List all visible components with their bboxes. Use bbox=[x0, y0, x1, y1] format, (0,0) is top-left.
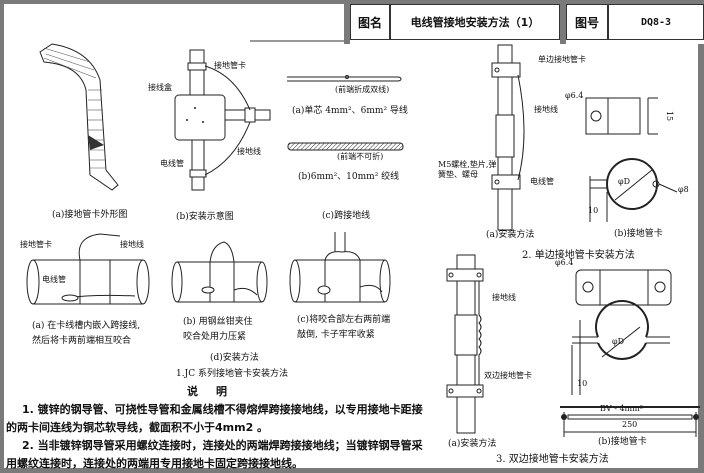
label-bolt-set: M5螺栓,垫片,弹簧垫、螺母 bbox=[438, 160, 497, 179]
step-b-figure bbox=[171, 241, 268, 303]
section3-title: 3. 双边接地管卡安装方法 bbox=[496, 454, 609, 465]
wire-b-note: (前端不可折) bbox=[337, 152, 384, 161]
step-c-line2: 敲倒, 卡子牢牢收紧 bbox=[297, 330, 375, 340]
double-clamp-detail-figure bbox=[560, 269, 700, 408]
note-item: 2. 当非镀锌钢导管采用螺纹连接时，连接处的两端焊跨接接地线；当镀锌钢导管采用螺… bbox=[6, 439, 423, 470]
single-clamp-install-figure bbox=[491, 44, 525, 231]
label-conduit-2: 电线管 bbox=[530, 177, 554, 186]
jumper-wire-single-core bbox=[287, 75, 402, 82]
dim-tab-3: 10 bbox=[577, 379, 588, 388]
wire-a-caption: (a)单芯 4mm²、6mm² 导线 bbox=[292, 106, 408, 116]
dim-hole: φ6.4 bbox=[565, 91, 584, 100]
label-conduit: 电线管 bbox=[160, 159, 184, 168]
step-b-line2: 咬合处用力压紧 bbox=[183, 332, 247, 342]
notes-heading: 说明 bbox=[187, 385, 245, 398]
fig-2a-caption: (a)安装方法 bbox=[486, 230, 535, 240]
right-border bbox=[698, 44, 704, 468]
title-number-label: 图号 bbox=[566, 4, 608, 40]
section1-title: 1.JC 系列接地管卡安装方法 bbox=[176, 369, 288, 379]
section2-title: 2. 单边接地管卡安装方法 bbox=[522, 250, 635, 261]
step-c-figure bbox=[289, 232, 391, 303]
dim-wire: BV - 4mm² bbox=[600, 404, 643, 413]
title-name-label: 图名 bbox=[350, 4, 390, 40]
step-c-line1: (c)将咬合部左右两前端 bbox=[297, 315, 391, 325]
install-schematic-figure bbox=[174, 49, 271, 191]
step-a-line1: (a) 在卡线槽内嵌入跨接线, bbox=[32, 321, 141, 331]
label-clamp: 接地管卡 bbox=[214, 61, 246, 70]
title-number-value: DQ8-3 bbox=[608, 4, 704, 40]
fig-3a-caption: (a)安装方法 bbox=[448, 439, 497, 449]
step-label-ground-wire: 接地线 bbox=[120, 240, 144, 249]
title-name-value: 电线管接地安装方法（1） bbox=[390, 4, 560, 40]
dim-length: 250 bbox=[622, 420, 638, 429]
step-label-clamp: 接地管卡 bbox=[20, 240, 52, 249]
fig-2b-caption: (b)接地管卡 bbox=[614, 229, 663, 239]
jumper-wire-stranded bbox=[287, 142, 404, 151]
label-ground-wire: 接地线 bbox=[237, 147, 261, 156]
step-label-conduit: 电线管 bbox=[42, 275, 66, 284]
fig-1a-caption: (a)接地管卡外形图 bbox=[52, 210, 128, 220]
double-clamp-install-figure bbox=[446, 254, 484, 434]
single-clamp-detail-figure bbox=[585, 97, 678, 222]
label-ground-wire-2: 接地线 bbox=[534, 105, 558, 114]
divider bbox=[250, 40, 344, 42]
dim-pin: φ8 bbox=[678, 185, 689, 194]
fig-1b-caption: (b)安装示意图 bbox=[176, 212, 234, 222]
step-b-line1: (b) 用钢丝钳夹住 bbox=[183, 317, 253, 327]
label-single-clamp: 单边接地管卡 bbox=[538, 55, 586, 64]
clamp-shape-figure bbox=[39, 43, 119, 191]
fig-3b-caption: (b)接地管卡 bbox=[598, 437, 647, 447]
wire-a-note: (前端折成双线) bbox=[335, 85, 390, 94]
label-junction-box: 接线盒 bbox=[148, 83, 172, 92]
notes-block: 说明 1. 镀锌的钢导管、可挠性导管和金属线槽不得熔焊跨接接地线，以专用接地卡距… bbox=[6, 383, 426, 473]
title-gap bbox=[560, 0, 566, 44]
dim-hole-3: φ6.4 bbox=[555, 258, 574, 267]
dim-diameter-3: φD bbox=[612, 337, 625, 346]
step-a-figure bbox=[26, 233, 150, 305]
dim-diameter: φD bbox=[618, 177, 631, 186]
jumper-cable-figure bbox=[561, 412, 699, 437]
fig-1d-caption: (d)安装方法 bbox=[210, 353, 259, 363]
fig-1c-caption: (c)跨接地线 bbox=[322, 211, 371, 221]
dim-tab: 10 bbox=[588, 206, 599, 215]
dim-width: 15 bbox=[665, 110, 675, 122]
step-a-line2: 然后将卡两前端相互咬合 bbox=[32, 336, 132, 346]
wire-b-caption: (b)6mm²、10mm² 绞线 bbox=[298, 172, 400, 182]
label-double-clamp: 双边接地管卡 bbox=[484, 371, 532, 380]
note-item: 1. 镀锌的钢导管、可挠性导管和金属线槽不得熔焊跨接接地线，以专用接地卡距接的两… bbox=[6, 403, 423, 434]
title-gap bbox=[344, 0, 350, 44]
label-ground-wire-3: 接地线 bbox=[492, 293, 516, 302]
